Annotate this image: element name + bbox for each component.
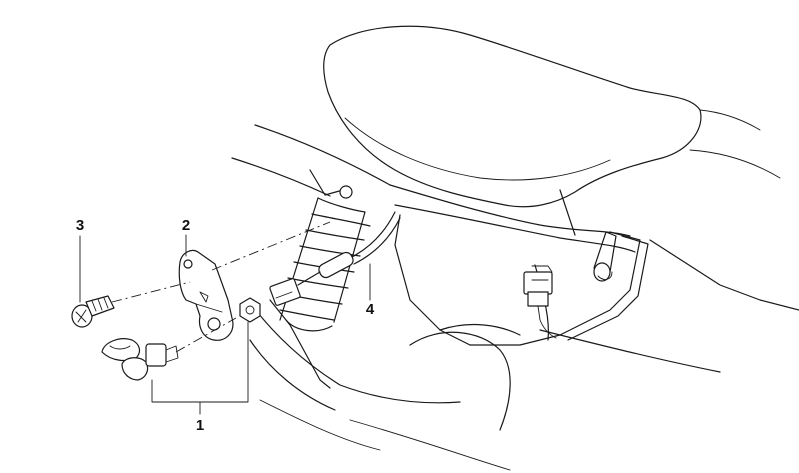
latch-bracket xyxy=(593,231,617,282)
switch-assembly xyxy=(101,338,179,381)
frame-outline xyxy=(231,124,799,471)
leader-lines xyxy=(79,234,371,415)
shock-absorber-spring xyxy=(279,185,371,332)
callout-3: 3 xyxy=(76,217,84,234)
callout-1: 1 xyxy=(196,417,204,434)
callout-2: 2 xyxy=(182,217,190,234)
seat-connector xyxy=(523,265,557,339)
hex-nut xyxy=(239,297,261,323)
assembly-axis-lines xyxy=(111,221,331,353)
sensor-cable xyxy=(269,211,401,306)
screw-part xyxy=(71,295,115,328)
bracket-part xyxy=(178,249,234,341)
callout-4: 4 xyxy=(366,301,375,318)
seat-outline xyxy=(323,25,781,208)
